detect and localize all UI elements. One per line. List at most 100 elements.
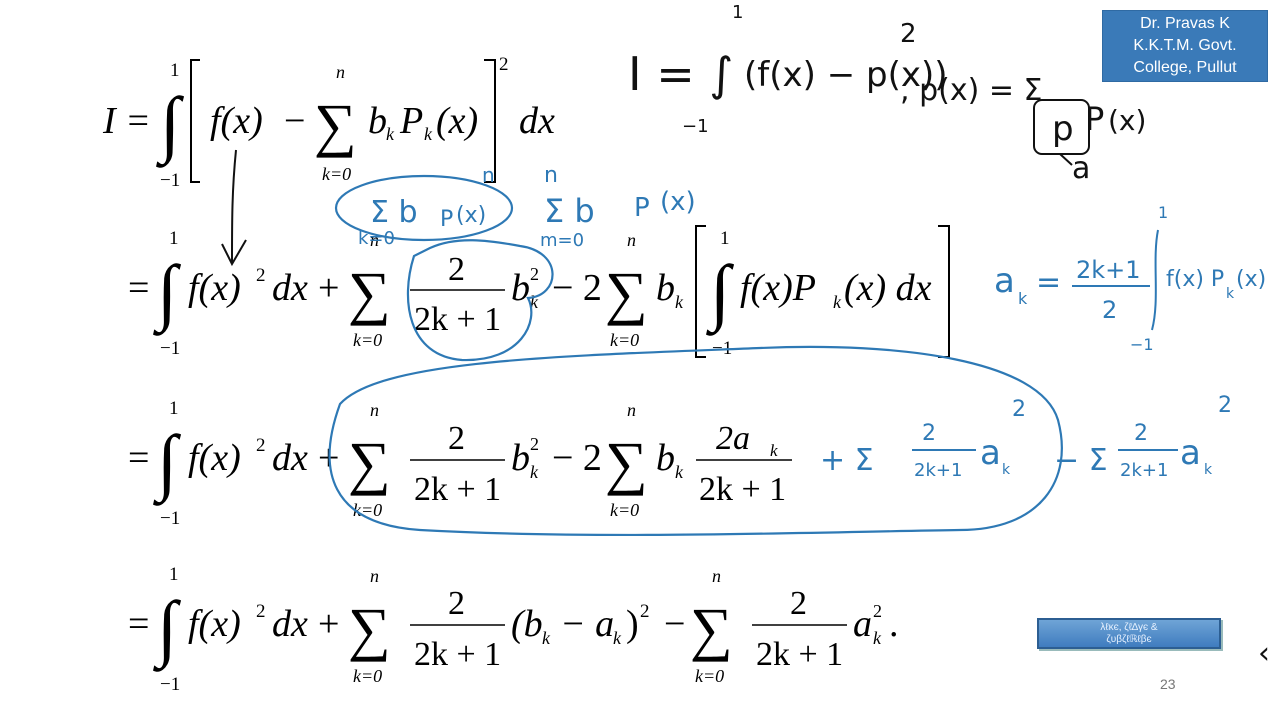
ink-circle-sum-P: P — [440, 207, 453, 232]
eq2-left-bracket — [695, 225, 706, 358]
eq3-integral-sign: ∫ — [153, 421, 182, 506]
ink-ak-sub: k — [1018, 289, 1028, 308]
eq2-inner-upper: 1 — [720, 228, 730, 249]
eq4-minus-a: − a — [560, 603, 614, 645]
equation-4: = ∫ 1 −1 f(x) 2 dx + n ∑ k=0 2 2k + 1 (b… — [128, 564, 899, 695]
eq1-sum-upper: n — [336, 62, 345, 82]
eq4-a-sub: k — [613, 628, 622, 648]
ink-top-pk: p — [1052, 109, 1074, 149]
eq4-sum2-upper: n — [712, 566, 721, 586]
eq4-frac1-num: 2 — [448, 585, 465, 622]
eq4-frac2-num: 2 — [790, 585, 807, 622]
eq4-sum2-sign: ∑ — [690, 596, 733, 662]
eq2-equals: = — [128, 267, 149, 309]
eq4-f: f(x) — [188, 603, 241, 645]
eq3-sum1-sign: ∑ — [348, 430, 391, 496]
ink-plus-sum: + Σ — [820, 443, 874, 478]
ink-top-ak: a — [1072, 151, 1090, 186]
ink-plus-a-sub: k — [1002, 462, 1011, 478]
eq4-paren-sq: 2 — [640, 601, 650, 622]
author-name: Dr. Pravas K — [1140, 15, 1230, 32]
ink-summ-arg: (x) — [660, 187, 696, 217]
eq1-dx: dx — [519, 100, 555, 142]
eq3-frac2-num-sub: k — [770, 441, 778, 460]
eq2-b: b — [511, 267, 530, 309]
eq1-integral-sign: ∫ — [156, 83, 185, 168]
eq4-frac2-den: 2k + 1 — [756, 636, 843, 673]
ink-plus-den: 2k+1 — [914, 460, 962, 481]
ink-ak-upper: 1 — [1158, 203, 1168, 222]
ink-summ-lower: m=0 — [540, 230, 584, 251]
ink-plus-num: 2 — [922, 421, 936, 446]
eq4-upper-limit: 1 — [169, 564, 179, 585]
ink-minus-a: a — [1180, 433, 1201, 473]
eq4-paren-close: ) — [626, 603, 639, 645]
eq4-dx: dx — [272, 603, 308, 645]
eq3-sum2-upper: n — [627, 400, 636, 420]
author-institution-1: K.K.T.M. Govt. — [1133, 37, 1237, 54]
ink-circle-n: n — [482, 163, 495, 187]
ink-ak-integrand: f(x) P — [1166, 267, 1224, 292]
eq3-lower-limit: −1 — [160, 508, 180, 529]
ink-minus-a-sq: 2 — [1218, 393, 1232, 418]
logo-line-1: λℓκє, ζℓ∆γє & — [1100, 622, 1158, 633]
eq1-lower-limit: −1 — [160, 170, 180, 191]
ink-summ-n: n — [544, 163, 558, 188]
eq2-sum1-lower: k=0 — [353, 330, 382, 350]
ink-top-I: I = ∫ — [628, 47, 733, 101]
ink-top-definition: I = ∫ 1 −1 (f(x) − p(x)) 2 , p(x) = Σ p … — [628, 2, 1146, 186]
eq4-period: . — [889, 603, 899, 645]
eq1-sum-lower: k=0 — [322, 164, 351, 184]
eq1-P-sub: k — [424, 124, 433, 144]
eq3-sum2-sign: ∑ — [605, 430, 648, 496]
ink-annotations: I = ∫ 1 −1 (f(x) − p(x)) 2 , p(x) = Σ p … — [221, 2, 1266, 537]
eq3-sum2-lower: k=0 — [610, 500, 639, 520]
eq3-b2-sub: k — [675, 462, 684, 482]
logo-banner: λℓκє, ζℓ∆γє & ζυβζℓℝℓβє — [1037, 618, 1221, 649]
ink-down-arrow — [221, 149, 247, 267]
ink-minus-sum: − Σ — [1054, 443, 1108, 478]
author-institution-2: College, Pullut — [1133, 59, 1237, 76]
eq1-f: f(x) — [210, 100, 263, 142]
eq4-plus: + — [318, 603, 339, 645]
ink-circle-k0: k=0 — [358, 228, 395, 249]
ink-top-Pk-tail: (x) — [1108, 104, 1146, 137]
eq3-upper-limit: 1 — [169, 398, 179, 419]
eq3-frac1-num: 2 — [448, 420, 465, 457]
ink-top-square: 2 — [900, 19, 917, 49]
ink-ak-integrand-sub: k — [1226, 286, 1235, 302]
ink-minus-a-sub: k — [1204, 462, 1213, 478]
eq3-minus2: − 2 — [552, 437, 602, 479]
eq3-square: 2 — [256, 435, 266, 456]
eq2-lower-limit: −1 — [160, 338, 180, 359]
ink-ak-integrand-tail: (x) — [1236, 267, 1266, 292]
ink-plus-a: a — [980, 433, 1001, 473]
ink-summ-P: P — [634, 193, 650, 223]
eq3-b2: b — [656, 437, 675, 479]
previous-slide-button[interactable]: ‹ — [1258, 636, 1270, 671]
ink-plus-a-sq: 2 — [1012, 397, 1026, 422]
eq4-equals: = — [128, 603, 149, 645]
eq1-minus: − — [284, 100, 305, 142]
ink-top-lower: −1 — [682, 116, 709, 137]
eq2-square: 2 — [256, 265, 266, 286]
eq2-frac-num: 2 — [448, 251, 465, 288]
ink-circle-sum-arg: (x) — [456, 203, 486, 228]
eq2-inner-tail: (x) dx — [844, 267, 932, 309]
ink-top-upper: 1 — [732, 2, 743, 23]
eq4-a-sq: 2 — [873, 601, 882, 621]
eq1-sum-sign: ∑ — [314, 92, 357, 158]
eq2-inner-integral: ∫ — [706, 251, 735, 336]
ink-ak-num: 2k+1 — [1076, 256, 1141, 284]
eq2-b2: b — [656, 267, 675, 309]
eq1-b: b — [368, 100, 387, 142]
ink-ak-den: 2 — [1102, 296, 1117, 324]
eq4-square: 2 — [256, 601, 266, 622]
eq3-frac2-den: 2k + 1 — [699, 471, 786, 508]
eq4-sum2-lower: k=0 — [695, 666, 724, 686]
ink-ak-lower: −1 — [1130, 335, 1154, 354]
ink-blue-notes: Σ b P (x) k=0 n n Σ b P (x) m=0 a k = 2k… — [328, 163, 1266, 537]
eq2-sum2-sign: ∑ — [605, 260, 648, 326]
eq1-left-bracket — [190, 59, 200, 183]
